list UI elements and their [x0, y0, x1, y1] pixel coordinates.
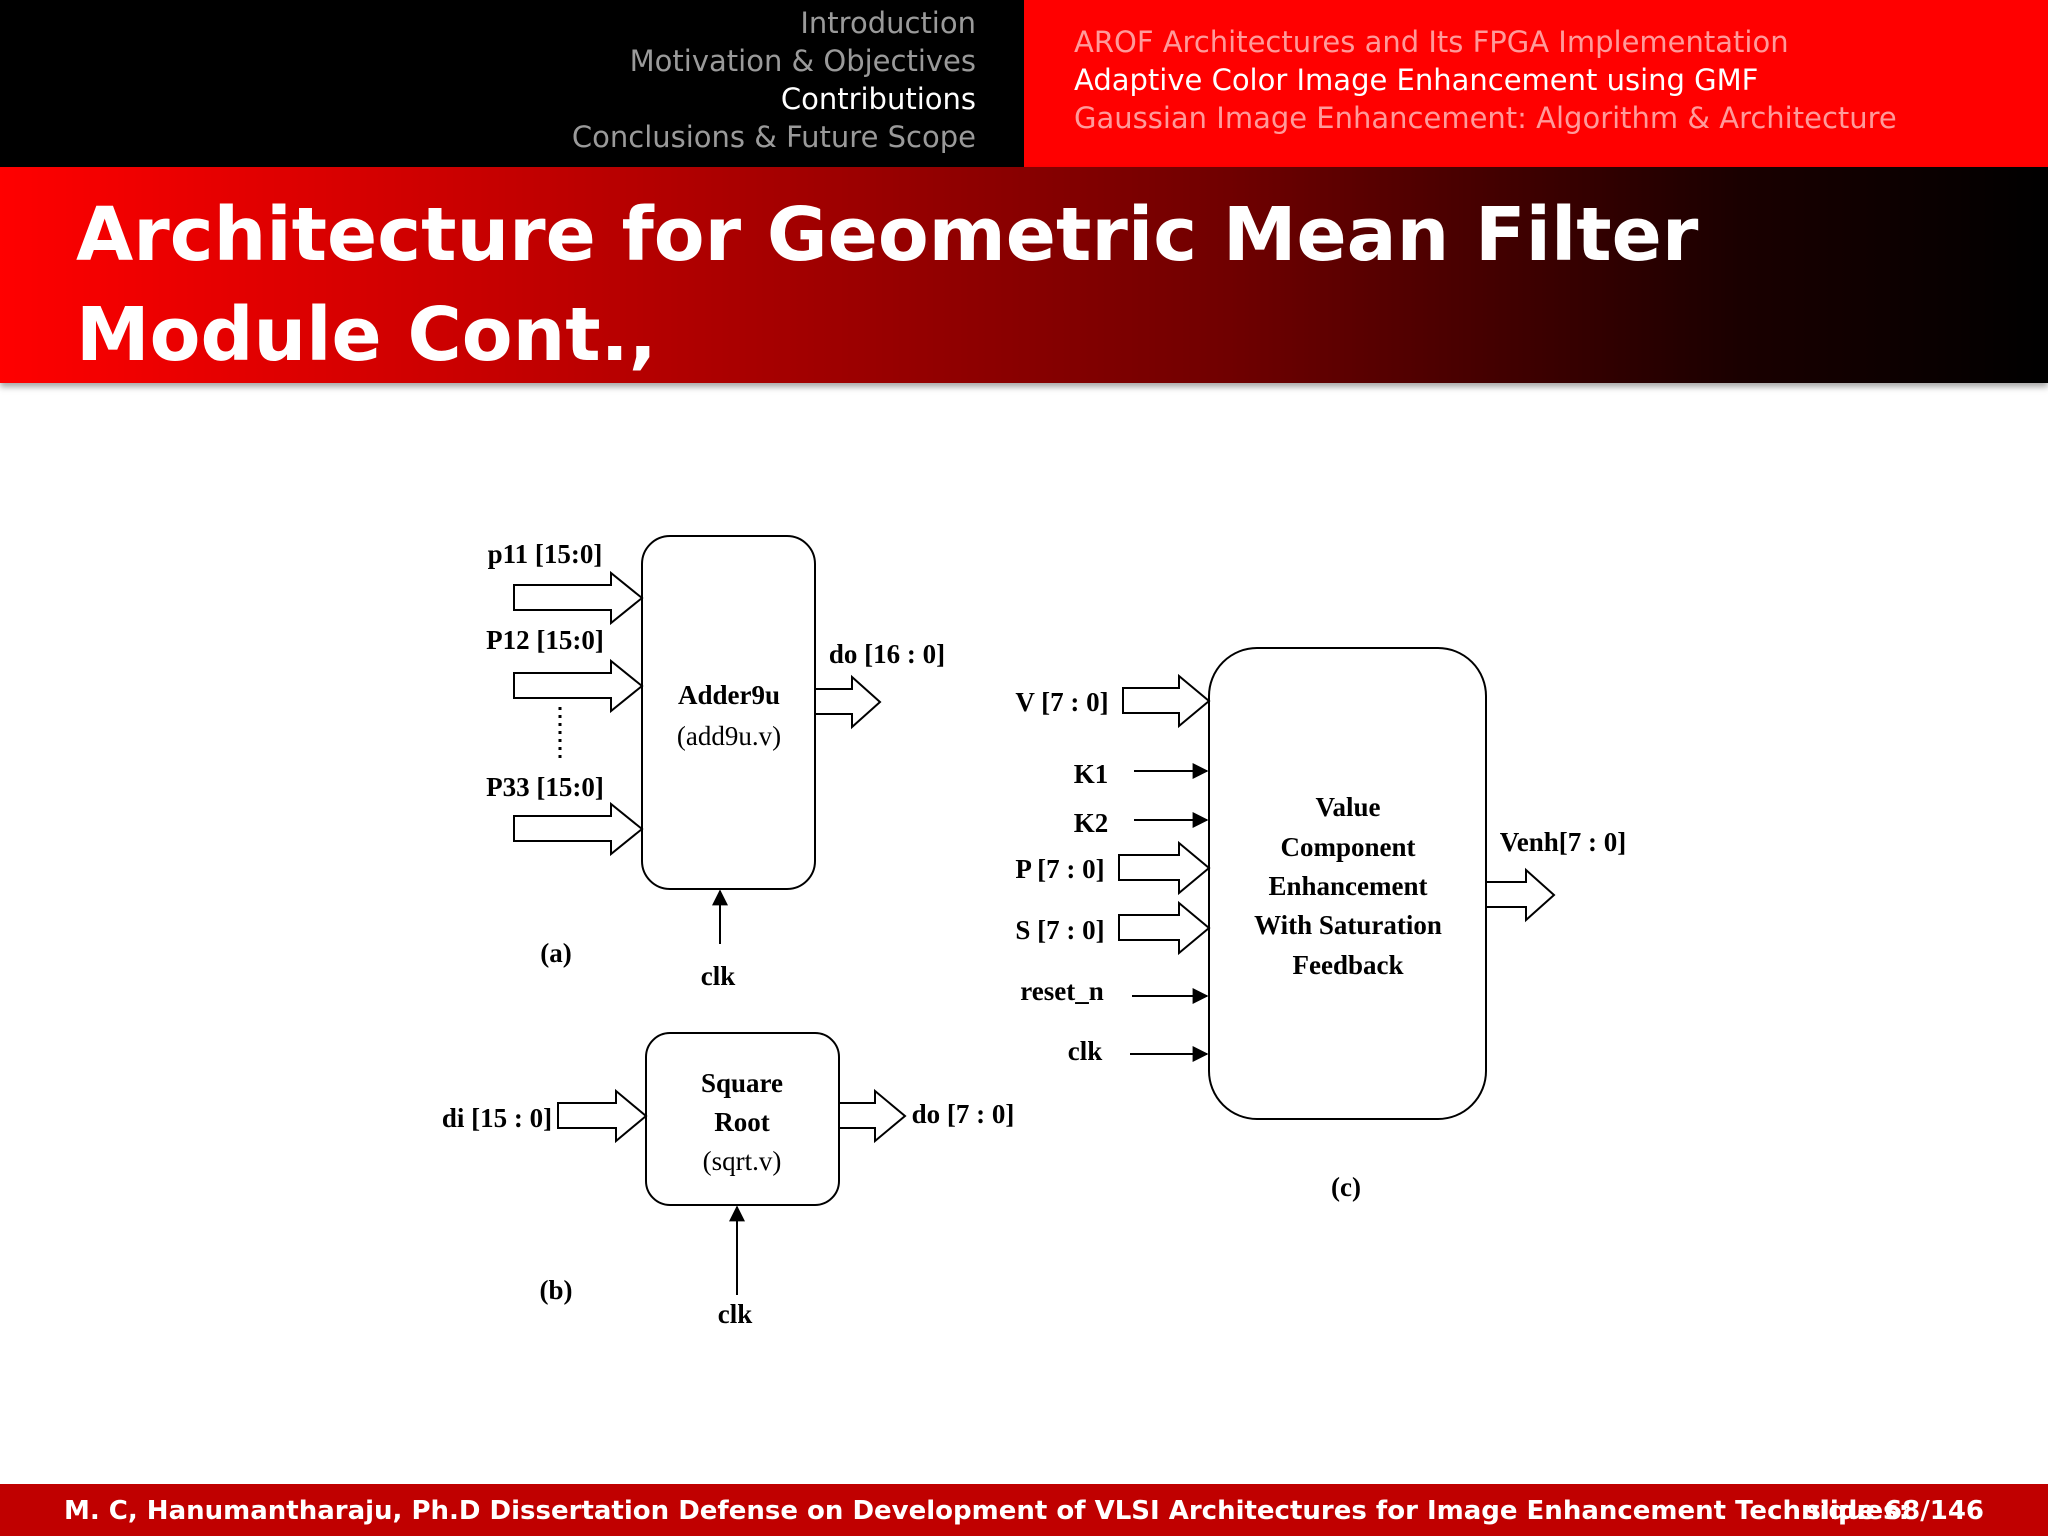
nav-section-conclusions[interactable]: Conclusions & Future Scope — [571, 120, 976, 154]
nav-subsection-gaussian[interactable]: Gaussian Image Enhancement: Algorithm & … — [1074, 101, 1897, 135]
nav-section-motivation[interactable]: Motivation & Objectives — [629, 44, 976, 78]
footer-bar: M. C, Hanumantharaju, Ph.D Dissertation … — [0, 1484, 2048, 1536]
di-input-arrow — [557, 1088, 648, 1144]
adder9u-block — [641, 535, 816, 890]
nav-subsection-adaptive-color[interactable]: Adaptive Color Image Enhancement using G… — [1074, 63, 1759, 97]
v-input-arrow — [1122, 673, 1211, 729]
v-label: V [7 : 0] — [1015, 687, 1108, 717]
adder9u-name: Adder9u — [678, 680, 780, 710]
subsection-navigation: AROF Architectures and Its FPGA Implemen… — [1024, 0, 2048, 167]
top-navigation: Introduction Motivation & Objectives Con… — [0, 0, 2048, 167]
nav-section-contributions[interactable]: Contributions — [780, 82, 976, 116]
architecture-diagram: Adder9u (add9u.v) p11 [15:0] P12 [15:0] … — [442, 535, 1627, 1329]
square-root-file: (sqrt.v) — [703, 1146, 782, 1176]
square-root-output-label: do [7 : 0] — [912, 1099, 1015, 1129]
p11-label: p11 [15:0] — [488, 539, 603, 569]
p12-label: P12 [15:0] — [486, 625, 604, 655]
block-line-3: Enhancement — [1268, 871, 1427, 901]
adder9u-module: Adder9u (add9u.v) p11 [15:0] P12 [15:0] … — [486, 535, 945, 991]
p11-input-arrow — [513, 570, 644, 626]
venh-output-arrow — [1485, 867, 1556, 923]
block-line-2: Component — [1280, 832, 1415, 862]
nav-section-introduction[interactable]: Introduction — [800, 6, 976, 40]
adder9u-file: (add9u.v) — [677, 721, 781, 751]
adder9u-output-label: do [16 : 0] — [829, 639, 945, 669]
value-enhancement-module: Value Component Enhancement With Saturat… — [1015, 647, 1627, 1202]
s-label: S [7 : 0] — [1015, 915, 1104, 945]
p-input-arrow — [1118, 840, 1211, 896]
k1-label: K1 — [1074, 759, 1109, 789]
reset-n-label: reset_n — [1020, 976, 1103, 1006]
k2-label: K2 — [1074, 808, 1109, 838]
square-root-name-2: Root — [714, 1107, 770, 1137]
s-input-arrow — [1118, 900, 1211, 956]
section-navigation: Introduction Motivation & Objectives Con… — [0, 0, 1024, 167]
square-root-module: Square Root (sqrt.v) di [15 : 0] do [7 :… — [442, 1032, 1015, 1329]
adder9u-output-arrow — [814, 674, 882, 730]
p-label: P [7 : 0] — [1015, 854, 1104, 884]
block-line-5: Feedback — [1293, 950, 1404, 980]
venh-label: Venh[7 : 0] — [1500, 827, 1627, 857]
slide-title: Architecture for Geometric Mean Filter M… — [76, 192, 1699, 378]
p12-input-arrow — [513, 658, 644, 714]
title-bar: Architecture for Geometric Mean Filter M… — [0, 167, 2048, 383]
nav-subsection-arof[interactable]: AROF Architectures and Its FPGA Implemen… — [1074, 25, 1789, 59]
square-root-output-arrow — [838, 1088, 907, 1144]
block-line-4: With Saturation — [1254, 910, 1442, 940]
square-root-name-1: Square — [701, 1068, 783, 1098]
p33-input-arrow — [513, 801, 644, 857]
caption-b: (b) — [540, 1275, 573, 1305]
footer-citation: M. C, Hanumantharaju, Ph.D Dissertation … — [64, 1496, 1910, 1526]
block-line-1: Value — [1315, 792, 1380, 822]
caption-a: (a) — [540, 938, 571, 968]
p33-label: P33 [15:0] — [486, 772, 604, 802]
square-root-clk-label: clk — [718, 1299, 753, 1329]
di-label: di [15 : 0] — [442, 1103, 552, 1133]
adder9u-clk-label: clk — [701, 961, 736, 991]
slide-number: slide 68/146 — [1805, 1496, 1984, 1526]
clk-label: clk — [1068, 1036, 1103, 1066]
caption-c: (c) — [1331, 1172, 1361, 1202]
